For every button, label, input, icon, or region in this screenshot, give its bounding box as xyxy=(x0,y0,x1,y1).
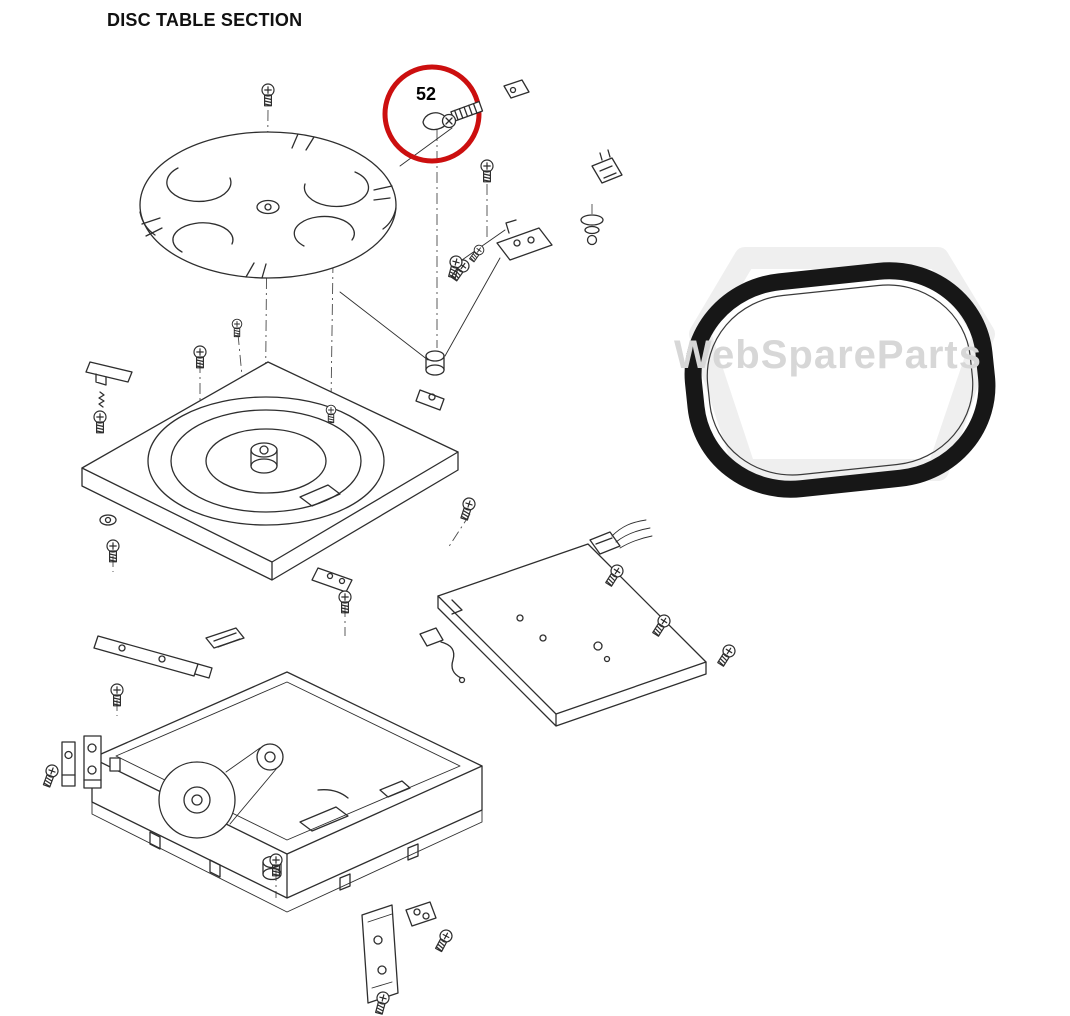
side-panel xyxy=(419,519,707,727)
screw xyxy=(231,318,243,338)
drive-pulley xyxy=(158,761,236,839)
clip-bracket xyxy=(405,901,437,927)
left-bracket xyxy=(85,361,133,408)
screw xyxy=(40,762,61,789)
grommet xyxy=(580,214,604,226)
connector-plug xyxy=(591,157,623,184)
left-side-brackets xyxy=(61,735,121,789)
screw xyxy=(714,642,738,669)
belt-ring xyxy=(684,262,996,498)
switch-bracket xyxy=(496,227,553,261)
screw xyxy=(432,927,455,954)
cable-connector xyxy=(419,627,444,647)
screw xyxy=(480,159,494,183)
drive-belt xyxy=(684,262,996,498)
watermark-text: WebSpareParts xyxy=(674,333,982,377)
upper-assembly xyxy=(441,79,623,284)
lower-left-bracket xyxy=(93,627,245,679)
screw xyxy=(467,242,487,264)
bottom-brackets xyxy=(361,901,437,1004)
screw xyxy=(261,83,275,107)
callout-circle xyxy=(382,64,482,164)
mid-chassis-tray xyxy=(81,350,459,593)
callout-part-number: 52 xyxy=(416,84,436,104)
screw xyxy=(93,410,107,434)
belt-inner-edge xyxy=(706,284,974,476)
motor-pulley xyxy=(256,743,284,771)
wire-connector xyxy=(589,531,621,555)
spindle-hub xyxy=(250,442,278,458)
base-chassis xyxy=(91,671,483,913)
standoff xyxy=(425,350,445,362)
leader-lines xyxy=(339,127,506,361)
clamp-bracket xyxy=(311,567,353,593)
mounting-bracket xyxy=(361,904,399,1004)
disc-table-platter xyxy=(139,131,397,279)
page-title: DISC TABLE SECTION xyxy=(107,10,303,30)
